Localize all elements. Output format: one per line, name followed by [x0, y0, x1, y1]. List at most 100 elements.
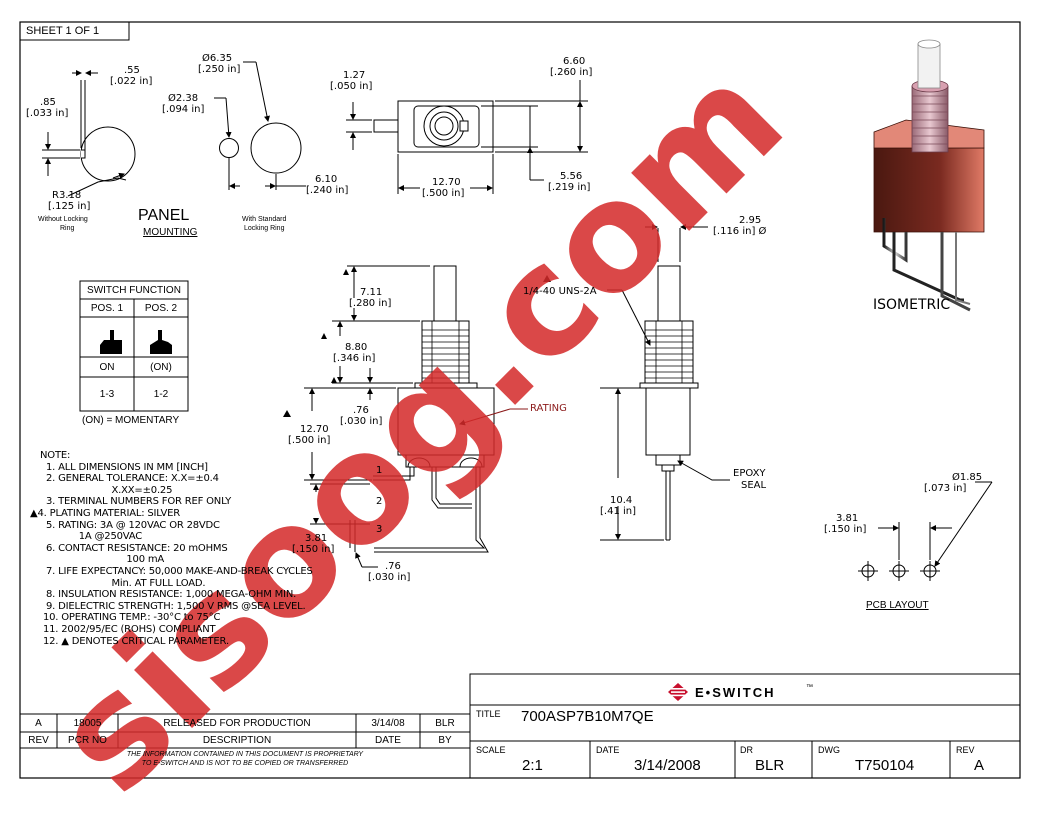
scale-label: SCALE: [476, 745, 506, 755]
dim-085: .85: [40, 97, 56, 108]
dim-127-in: [.050 in]: [330, 81, 373, 92]
dim-711-in: [.280 in]: [349, 298, 392, 309]
dim-dia185-in: [.073 in]: [924, 483, 967, 494]
dim-dia185: Ø1.85: [952, 472, 983, 483]
note-line: 10. OPERATING TEMP.: -30°C to 75°C: [40, 612, 221, 624]
momentary-note: (ON) = MOMENTARY: [82, 415, 180, 426]
note-line: NOTE:: [40, 450, 71, 461]
note-line: 1A @250VAC: [40, 531, 143, 543]
date-value: 3/14/08: [371, 717, 405, 729]
thread-spec: 1/4-40 UNS-2A: [523, 286, 597, 297]
pos1-header: POS. 1: [90, 302, 124, 314]
description-value: RELEASED FOR PRODUCTION: [163, 717, 311, 729]
date-label: DATE: [596, 745, 620, 755]
dim-dia635-in: [.250 in]: [198, 64, 241, 75]
panel-subtitle: MOUNTING: [143, 227, 198, 238]
dim-104-in: [.41 in]: [600, 506, 637, 517]
proprietary-line-2: TO E-SWITCH AND IS NOT TO BE COPIED OR T…: [141, 760, 349, 767]
note-line: Min. AT FULL LOAD.: [40, 577, 206, 589]
dwg-number: T750104: [855, 757, 915, 774]
epoxy-label-2: SEAL: [741, 480, 767, 491]
dim-381-pcb: 3.81: [836, 513, 859, 524]
dim-556-in: [.219 in]: [548, 182, 591, 193]
dim-104: 10.4: [610, 495, 633, 506]
pos1-terminals: 1-3: [99, 388, 115, 400]
note-line: X.XX=±0.25: [40, 484, 173, 496]
dim-dia238-in: [.094 in]: [162, 104, 205, 115]
dim-055: .55: [124, 65, 140, 76]
note-line: 12. ▲ DENOTES CRITICAL PARAMETER.: [40, 635, 229, 647]
pos1-state: ON: [99, 361, 115, 373]
drawing-date: 3/14/2008: [634, 757, 701, 774]
dim-556: 5.56: [560, 171, 583, 182]
note-line: 3. TERMINAL NUMBERS FOR REF ONLY: [40, 496, 232, 508]
dim-711: 7.11: [360, 287, 383, 298]
dim-880: 8.80: [345, 342, 368, 353]
dim-381-in: [.150 in]: [292, 544, 335, 555]
dim-610-in: [.240 in]: [306, 185, 349, 196]
dim-880-in: [.346 in]: [333, 353, 376, 364]
dim-r318: R3.18: [52, 190, 82, 201]
note-line: 11. 2002/95/EC (ROHS) COMPLIANT: [40, 623, 216, 635]
dim-055-in: [.022 in]: [110, 76, 153, 87]
by-header: BY: [438, 734, 452, 746]
rating-label: RATING: [530, 403, 567, 414]
dim-076a: .76: [353, 405, 369, 416]
dim-660: 6.60: [563, 56, 586, 67]
pos2-header: POS. 2: [144, 302, 178, 314]
without-ring-2: Ring: [60, 225, 75, 232]
dim-381: 3.81: [305, 533, 328, 544]
dim-1270-front-in: [.500 in]: [288, 435, 331, 446]
scale-value: 2:1: [522, 757, 543, 774]
description-header: DESCRIPTION: [202, 734, 272, 746]
pos2-terminals: 1-2: [153, 388, 169, 400]
drawn-by-label: DR: [740, 745, 753, 755]
isometric-render: [873, 39, 985, 312]
note-line: 9. DIELECTRIC STRENGTH: 1,500 V RMS @SEA…: [40, 600, 306, 612]
pcr-header: PCR NO: [68, 734, 107, 746]
note-line: ▲4. PLATING MATERIAL: SILVER: [30, 507, 181, 519]
dim-dia238: Ø2.38: [168, 93, 199, 104]
dim-1270-top: 12.70: [432, 177, 461, 188]
dim-076b: .76: [385, 561, 401, 572]
dim-660-in: [.260 in]: [550, 67, 593, 78]
dim-076a-in: [.030 in]: [340, 416, 383, 427]
dim-076b-in: [.030 in]: [368, 572, 411, 583]
dim-dia635: Ø6.35: [202, 53, 233, 64]
dim-381-pcb-in: [.150 in]: [824, 524, 867, 535]
isometric-label: ISOMETRIC: [873, 297, 951, 313]
note-line: 2. GENERAL TOLERANCE: X.X=±0.4: [40, 473, 219, 485]
without-ring-1: Without Locking: [38, 216, 88, 223]
date-header: DATE: [375, 734, 401, 746]
e-switch-logo: [668, 683, 688, 701]
epoxy-label-1: EPOXY: [733, 468, 766, 479]
note-line: 100 mA: [40, 554, 165, 566]
proprietary-line-1: THE INFORMATION CONTAINED IN THIS DOCUME…: [126, 751, 364, 758]
dim-r318-in: [.125 in]: [48, 201, 91, 212]
rev-value: A: [35, 717, 42, 729]
dim-610: 6.10: [315, 174, 338, 185]
dwg-label: DWG: [818, 745, 840, 755]
switch-function-title: SWITCH FUNCTION: [87, 284, 181, 296]
dim-1270-front: 12.70: [300, 424, 329, 435]
notes-block: NOTE: 1. ALL DIMENSIONS IN MM [INCH] 2. …: [30, 450, 313, 647]
note-line: 8. INSULATION RESISTANCE: 1,000 MEGA-OHM…: [40, 589, 297, 601]
with-ring-2: Locking Ring: [244, 225, 285, 232]
rev-label: REV: [956, 745, 975, 755]
title-label: TITLE: [476, 709, 501, 719]
dim-127: 1.27: [343, 70, 366, 81]
with-ring-1: With Standard: [242, 216, 287, 223]
dim-295: 2.95: [739, 215, 762, 226]
drawn-by: BLR: [755, 757, 785, 774]
by-value: BLR: [435, 717, 455, 729]
dim-295-in: [.116 in] Ø: [713, 226, 767, 237]
pos2-state: (ON): [150, 361, 172, 373]
sheet-label: SHEET 1 OF 1: [26, 25, 100, 37]
pcb-layout-title: PCB LAYOUT: [866, 600, 929, 611]
note-line: 5. RATING: 3A @ 120VAC OR 28VDC: [40, 519, 220, 531]
part-number: 700ASP7B10M7QE: [521, 708, 654, 725]
terminal-3-label: 3: [376, 524, 383, 535]
panel-title: PANEL: [138, 207, 190, 224]
